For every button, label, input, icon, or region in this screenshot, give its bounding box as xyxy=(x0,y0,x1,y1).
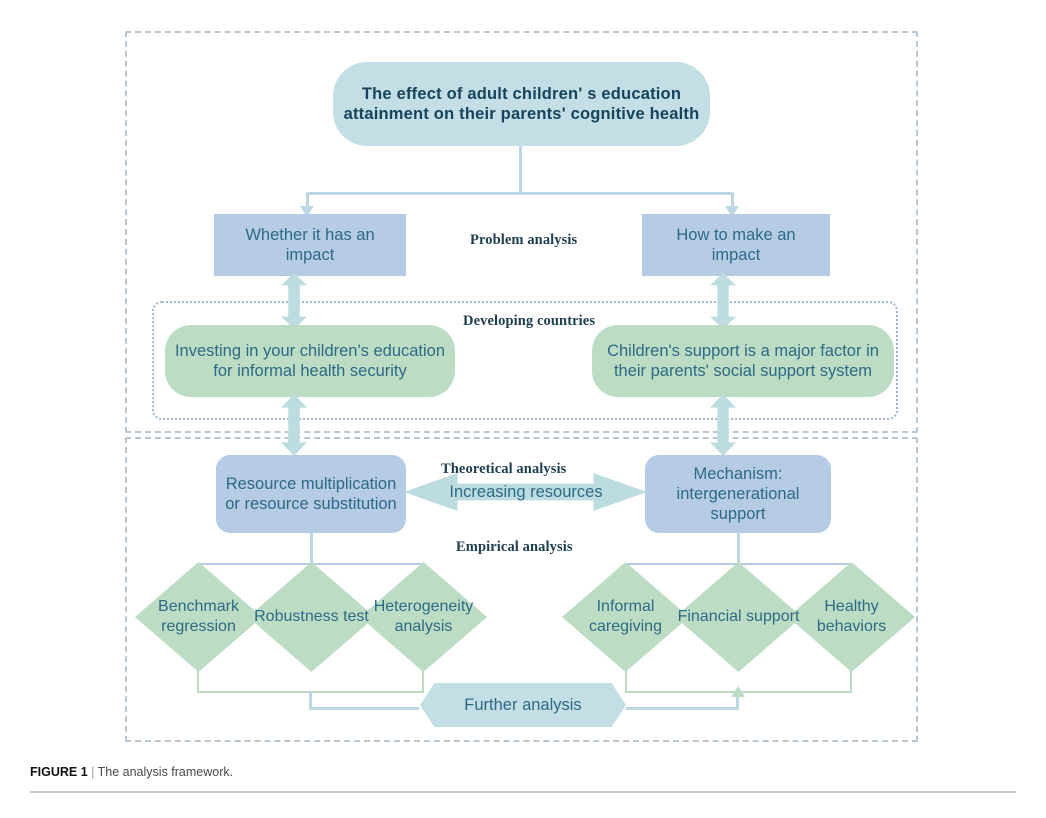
label-developing-countries: Developing countries xyxy=(463,313,596,329)
connector-left-bottom-stem xyxy=(309,691,312,710)
node-further-analysis: Further analysis xyxy=(420,683,626,727)
arrowhead-up-further-analysis xyxy=(731,686,745,697)
node-heterogeneity-analysis: Heterogeneity analysis xyxy=(360,562,487,672)
node-informal-caregiving-label: Informal caregiving xyxy=(589,598,662,635)
connector-left-stem xyxy=(310,533,313,565)
node-benchmark-regression-label: Benchmark regression xyxy=(158,598,239,635)
node-title: The effect of adult children' s educatio… xyxy=(333,62,710,146)
node-resource-multiplication: Resource multiplication or resource subs… xyxy=(216,455,406,533)
region-analysis-methods xyxy=(125,437,918,742)
label-problem-analysis: Problem analysis xyxy=(470,232,578,248)
node-financial-support: Financial support xyxy=(675,562,802,672)
node-mechanism-support: Mechanism: intergenerational support xyxy=(645,455,831,533)
region-problem-analysis xyxy=(125,31,918,433)
node-whether-impact-label: Whether it has an impact xyxy=(245,225,375,264)
node-robustness-test-label: Robustness test xyxy=(254,608,369,626)
label-empirical-analysis: Empirical analysis xyxy=(456,539,573,555)
node-mechanism-support-label: Mechanism: intergenerational support xyxy=(676,464,800,524)
hexagon-shape xyxy=(420,683,626,727)
label-increasing-resources: Increasing resources xyxy=(449,482,603,501)
node-robustness-test: Robustness test xyxy=(248,562,375,672)
connector-title-stem xyxy=(519,146,522,194)
node-informal-caregiving: Informal caregiving xyxy=(562,562,689,672)
label-theoretical-analysis: Theoretical analysis xyxy=(441,461,567,477)
figure-caption-text: The analysis framework. xyxy=(97,765,234,779)
caption-rule xyxy=(30,791,1016,793)
figure-caption: FIGURE 1 | The analysis framework. xyxy=(30,765,233,779)
node-how-impact-label: How to make an impact xyxy=(676,225,796,264)
node-children-support-label: Children's support is a major factor in … xyxy=(607,341,879,380)
connector-left-bottom-bracket xyxy=(197,668,424,693)
node-financial-support-label: Financial support xyxy=(677,608,800,626)
connector-title-right-drop xyxy=(731,192,734,208)
connector-title-bar xyxy=(308,192,734,195)
node-children-support: Children's support is a major factor in … xyxy=(592,325,894,397)
node-whether-impact: Whether it has an impact xyxy=(214,214,406,276)
figure-number: FIGURE 1 xyxy=(30,765,88,779)
arrowhead-down-right xyxy=(725,206,739,217)
arrowhead-down-left xyxy=(300,206,314,217)
node-heterogeneity-analysis-label: Heterogeneity analysis xyxy=(373,598,474,635)
connector-right-stem xyxy=(737,533,740,565)
connector-to-further-analysis xyxy=(309,707,419,710)
node-how-impact: How to make an impact xyxy=(642,214,830,276)
connector-right-bottom-stem xyxy=(736,697,739,710)
connector-further-analysis-right xyxy=(626,707,739,710)
node-investing-education-label: Investing in your children's education f… xyxy=(174,341,446,380)
node-title-label: The effect of adult children' s educatio… xyxy=(343,84,700,123)
figure-separator: | xyxy=(91,765,95,779)
node-benchmark-regression: Benchmark regression xyxy=(135,562,262,672)
node-further-analysis-label: Further analysis xyxy=(464,695,582,714)
node-healthy-behaviors: Healthy behaviors xyxy=(788,562,915,672)
region-developing-countries xyxy=(152,301,898,420)
node-resource-multiplication-label: Resource multiplication or resource subs… xyxy=(225,474,397,513)
node-healthy-behaviors-label: Healthy behaviors xyxy=(816,598,887,635)
connector-title-left-drop xyxy=(306,192,309,208)
node-investing-education: Investing in your children's education f… xyxy=(165,325,455,397)
